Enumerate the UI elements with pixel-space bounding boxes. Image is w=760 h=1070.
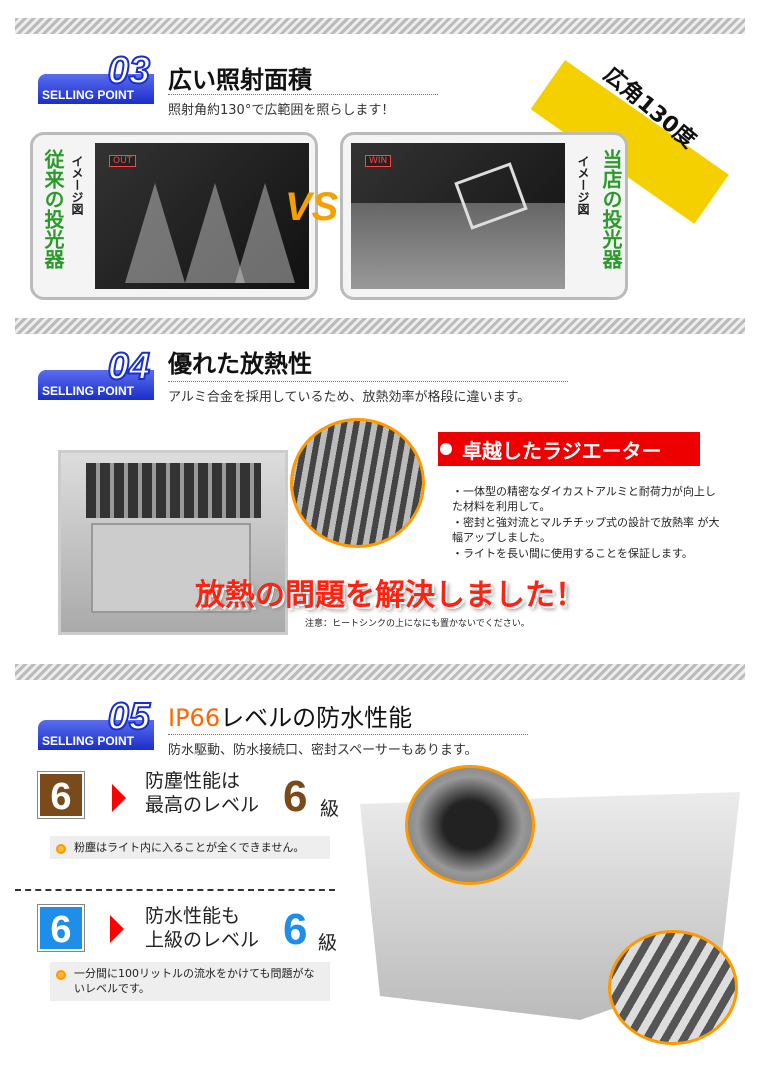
divider <box>15 889 335 891</box>
wide-beam-image <box>351 143 565 289</box>
water-rating-icon: 6 <box>37 904 85 952</box>
dust-text: 防塵性能は最高のレベル <box>145 770 260 816</box>
arrow-icon <box>110 915 124 943</box>
our-light-panel: WIN イメージ図 当店の投光器 <box>340 132 628 300</box>
selling-point-badge-03: 03 SELLING POINT <box>38 49 154 104</box>
arrow-icon <box>112 784 126 812</box>
banner-dot-icon <box>440 443 452 455</box>
water-grade: 6 <box>283 905 308 954</box>
section-title: IP66レベルの防水性能 <box>168 704 413 732</box>
section-divider <box>15 18 745 34</box>
dust-note: 粉塵はライト内に入ることが全くできません。 <box>50 836 330 860</box>
floodlight-heatsink-image <box>58 450 288 635</box>
grade-unit: 級 <box>318 932 338 954</box>
badge-label: SELLING POINT <box>42 734 135 748</box>
badge-label: SELLING POINT <box>42 88 135 102</box>
water-note: 一分間に100リットルの流水をかけても問題がないレベルです。 <box>50 962 330 1001</box>
dust-grade: 6 <box>283 772 308 821</box>
badge-number: 04 <box>107 345 151 389</box>
section-title: 優れた放熱性 <box>168 350 312 378</box>
headline: 放熱の問題を解決しました！ <box>195 578 585 613</box>
seal-zoom-circle <box>608 930 738 1045</box>
versus-label: VS <box>285 185 339 229</box>
dust-rating-icon: 6 <box>37 771 85 819</box>
section-subtitle: 防水駆動、防水接続口、密封スペーサーもあります。 <box>168 734 528 758</box>
badge-number: 03 <box>107 49 151 93</box>
grade-unit: 級 <box>320 798 340 820</box>
selling-point-badge-05: 05 SELLING POINT <box>38 695 154 750</box>
bullet-icon <box>56 970 66 980</box>
section-title: 広い照射面積 <box>168 66 312 94</box>
water-text: 防水性能も上級のレベル <box>145 905 260 951</box>
bullet-icon <box>56 844 66 854</box>
conventional-beam-image <box>95 143 309 289</box>
section-divider <box>15 318 745 334</box>
selling-point-badge-04: 04 SELLING POINT <box>38 345 154 400</box>
notice: 注意：ヒートシンクの上になにも置かないでください。 <box>305 619 530 629</box>
badge-number: 05 <box>107 695 151 739</box>
conventional-light-panel: 従来の投光器 イメージ図 OUT <box>30 132 318 300</box>
feature-list: ・一体型の精密なダイカストアルミと耐荷力が向上した材料を利用して。 ・密封と強対… <box>452 485 720 560</box>
section-subtitle: アルミ合金を採用しているため、放熱効率が格段に違います。 <box>168 381 568 405</box>
radiator-banner: 卓越したラジエーター <box>438 432 700 466</box>
section-divider <box>15 664 745 680</box>
heatsink-zoom-circle <box>290 418 425 548</box>
badge-label: SELLING POINT <box>42 384 135 398</box>
connector-zoom-circle <box>405 765 535 885</box>
section-subtitle: 照射角約130°で広範囲を照らします！ <box>168 94 438 118</box>
